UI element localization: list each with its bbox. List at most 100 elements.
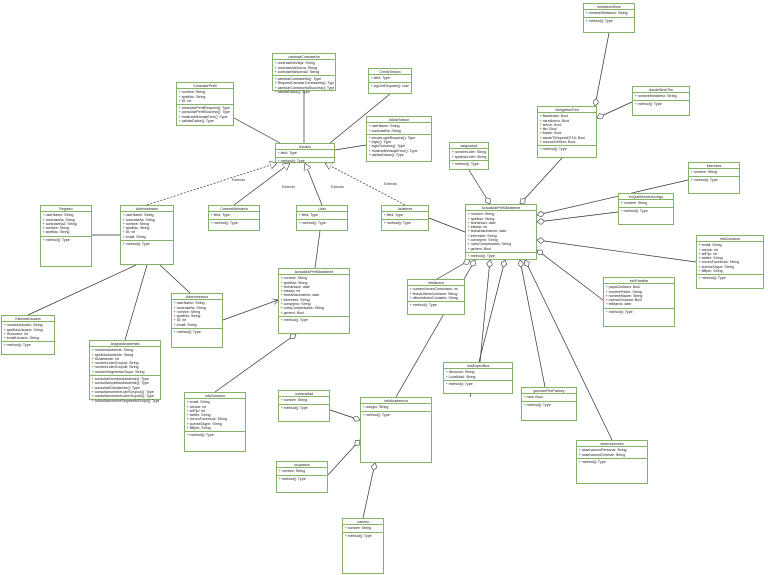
class-box-usuario[interactable]: Usuario+ field: Type+ method(): Type [275,143,335,163]
attribute-row: + userName: String [368,124,400,129]
relationship-edge [479,260,490,363]
class-name: ConsultarPerfil [177,83,233,90]
edge-label-extends: Extends [384,182,397,186]
relationship-edge [222,300,278,321]
class-box-infoNuevo[interactable]: infoNuevo+ numeroVecesConectado: int+ fe… [407,279,465,315]
class-name: ocupacion [277,462,327,469]
attribute-row: + Asiste: Bool [539,131,562,136]
attribute-row: + nombreLiderGrupoB: String [91,365,139,370]
attribute-row: + field: Type [383,213,403,218]
method-row: + validarDatos(): Type [274,90,310,95]
attributes-section: + userName: String+ contraseña: String [367,123,431,135]
attribute-row: + colegio: String [362,405,389,410]
attributes-section: + field: Type [369,75,411,83]
class-box-cabezaMinisterio[interactable]: CabezaMinisterio+ field: Type+ method():… [208,205,260,231]
class-box-asignarAsistentes[interactable]: AsignarAsistentes+ nombreAsistente: Stri… [89,340,161,403]
class-box-actualizarPerfilAsistenteMid[interactable]: ActualizarPerfilAsistente+ nombre: Strin… [278,268,350,334]
attribute-row: + nombre: String [178,90,206,95]
class-box-intereses[interactable]: intereses+ nombre: String+ method(): Typ… [688,162,740,194]
attribute-row: + nombre: String [42,226,70,231]
class-box-infoEspecifica[interactable]: infoEspecifica+ direccion: String+ Local… [443,362,513,394]
attributes-section: + email: String+ celular: int+ telFijo: … [697,242,763,276]
attribute-row: + nombre: String [620,201,648,206]
class-name: intereses [689,163,739,170]
methods-section: + method(): Type [408,302,464,308]
class-box-cerrarSesion[interactable]: CerrarSesion+ field: Type+ logOutRequest… [368,68,412,94]
methods-section: + method(): Type [450,161,488,167]
attributes-section: + Bautizado: Bool+ miraNuevo: Bool+ sier… [538,113,596,147]
class-box-administradorSub[interactable]: Administrador+ userName: String+ contras… [171,293,223,348]
class-box-iniciarSesion[interactable]: iniciarSesion+ userName: String+ contras… [366,116,432,162]
class-box-asistente[interactable]: Asistente+ field: Type+ method(): Type [381,205,429,231]
relationship-edge [27,264,137,316]
class-box-universidad[interactable]: universidad+ nombre: String+ method(): T… [278,390,330,422]
method-row: + login(): Type [368,140,392,145]
method-row: + validarDatos(): Type [368,153,404,158]
attribute-row: + emailUsuario: String [3,336,39,341]
class-box-ministerioSirve[interactable]: ministerioSirve+ nombreMinisterio: Strin… [583,3,635,33]
attribute-row: + ID: int [178,98,191,103]
class-box-infoFamiliar[interactable]: infoFamiliar+ papaCristiano: Bool+ nombr… [603,277,675,327]
relationship-edge [520,157,563,204]
class-box-actualizarPerfilAsistente[interactable]: ActualizarPerfilAsistente+ nombre: Strin… [465,204,537,260]
method-row: + method(): Type [620,208,648,213]
class-box-administrador[interactable]: Administrador+ userName: String+ contras… [120,205,174,265]
method-row: + method(): Type [42,237,70,242]
class-box-infoContactoL[interactable]: infoContacto+ email: String+ celular: in… [184,392,246,452]
class-box-observaciones[interactable]: observaciones+ observacionPersonal: Stri… [576,440,648,484]
class-name: infoEspecifica [444,363,512,370]
class-name: gomoseFirePastory [522,388,576,395]
class-box-registro[interactable]: Registro+ userName: String+ contraseña: … [40,205,92,267]
relationship-edge [124,264,148,341]
class-name: Registro [41,206,91,213]
attribute-row: + contraseñaNueva2: String [274,69,320,74]
methods-section: + method(): Type [619,208,673,214]
class-box-lider[interactable]: Lider+ field: Type+ method(): Type [296,205,348,231]
method-row: + consultarPerfilSuccess(): Type [178,110,231,115]
attribute-row: + nombre: String [280,276,308,281]
class-name: Usuario [276,144,334,151]
attribute-row: + email: String [698,243,722,248]
method-row: + validarDatos(): Type [178,119,214,124]
methods-section: + method(): Type [2,342,54,348]
class-box-ocupacion[interactable]: ocupacion+ nombre: String+ method(): Typ… [276,461,328,493]
class-box-gomoseFirePastory[interactable]: gomoseFirePastory+ mes: Bool+ method(): … [521,387,577,421]
attribute-row: + intereses: String [467,233,497,238]
class-box-asignadoA[interactable]: asignadoA+ nombreLider: String+ apellido… [449,142,489,170]
method-row: + cambiarContraseña(): Type [274,77,322,82]
class-box-carrera[interactable]: carrera+ nombre: String+ method(): Type [342,518,384,574]
attribute-row: + celular: int [186,404,206,409]
attribute-row: + numeroVecesConectado: int [409,287,458,292]
class-box-consultarPerfil[interactable]: ConsultarPerfil+ nombre: String+ apellid… [176,82,234,126]
method-row: + mostrarMensajeError(): Type [178,114,228,119]
attribute-row: + nombreUsuario: String [3,323,43,328]
attributes-section: + email: String+ celular: int+ telFijo: … [185,399,245,433]
attribute-row: + twitter: String [698,256,723,261]
methods-section: + method(): Type [444,381,512,387]
method-row: + method(): Type [277,158,305,163]
methods-section: + method(): Type [297,220,347,226]
method-row: + method(): Type [186,433,214,438]
method-row: + method(): Type [605,309,633,314]
attribute-row: + fechaNacimiento: date [467,229,507,234]
attribute-row: + consejero: String [280,302,311,307]
methods-section: + cambiarContraseña(): Type+ RequestCamb… [273,76,335,95]
attribute-row: + contraseñaNueva: String [274,65,318,70]
class-box-dondeSirveTim[interactable]: dondeSirveTim+ nombreMinisterio: String+… [632,86,690,116]
class-name: Asistente [382,206,428,213]
class-box-infoAcademica[interactable]: infoAcademica+ colegio: String+ method()… [360,397,432,463]
class-box-enQueMomentoLlego[interactable]: enQueMomentoLlego+ nombre: String+ metho… [618,193,674,225]
class-box-cambiarContrasena[interactable]: cambiarContraseña+ contraseñaVieja: Stri… [272,53,336,94]
class-box-infoContactoR[interactable]: infoContacto+ email: String+ celular: in… [696,235,764,289]
methods-section: + method(): Type [41,237,91,243]
attributes-section: + userName: String+ contraseña: String+ … [121,212,173,242]
attribute-row: + Bautizado: Bool [539,114,568,119]
class-box-eliminarUsuario[interactable]: EliminarUsuario+ nombreUsuario: String+ … [1,315,55,355]
class-box-infoIglesiaTree[interactable]: infoIglesiaTree+ Bautizado: Bool+ miraNu… [537,106,597,158]
method-row: + iniciarLoginRequest(): Type [368,135,416,140]
attributes-section: + nombre: String [619,200,673,208]
attribute-row: + telFijo: int [186,408,205,413]
method-row: + method(): Type [634,101,662,106]
attribute-row: + userName: String [42,213,74,218]
methods-section: + method(): Type [343,533,383,539]
